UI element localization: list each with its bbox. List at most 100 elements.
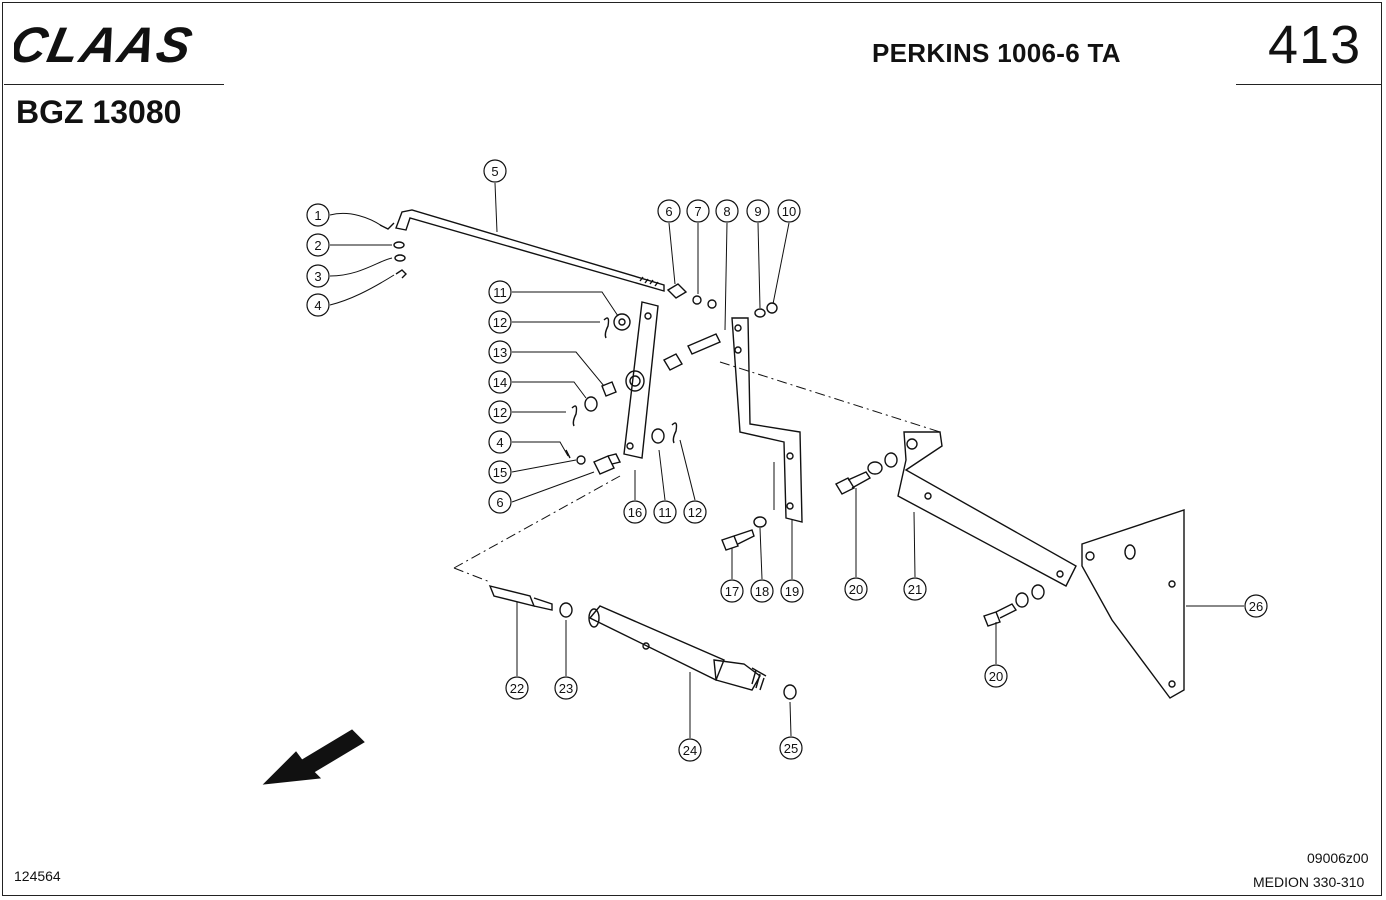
bracket-part [721,317,803,580]
lever-part [623,301,696,501]
part-callout: 11 [653,500,677,524]
engine-title: PERKINS 1006-6 TA [872,38,1121,68]
part-callout: 3 [306,264,330,288]
upper-hardware-group [663,222,790,371]
callout-circle [488,370,512,394]
lever-hardware-group [511,291,631,503]
part-callout: 26 [1244,594,1268,618]
callout-circle [306,293,330,317]
callout-label: 20 [849,582,863,597]
part-callout: 4 [306,293,330,317]
callout-label: 19 [785,584,799,599]
callout-label: 18 [755,584,769,599]
callout-label: 24 [683,743,697,758]
callout-circle [984,664,1008,688]
callout-circle [686,199,710,223]
part-callout: 17 [720,579,744,603]
callout-label: 16 [628,505,642,520]
callout-label: 4 [496,435,503,450]
callout-label: 6 [665,204,672,219]
callout-label: 12 [493,405,507,420]
part-callout: 18 [750,579,774,603]
callout-circle [678,738,702,762]
callout-circle [488,460,512,484]
group-code: BGZ 13080 [16,94,182,130]
callout-label: 23 [559,681,573,696]
part-callout: 22 [505,676,529,700]
callout-circle [623,500,647,524]
rod-part [395,182,665,292]
callout-label: 25 [784,741,798,756]
callout-label: 7 [694,204,701,219]
callout-label: 17 [725,584,739,599]
part-callout: 7 [686,199,710,223]
callout-circle [746,199,770,223]
part-callout: 24 [678,738,702,762]
arm-part [835,431,1077,587]
brand-logo-text: CLAAS [14,20,199,70]
callout-circle [720,579,744,603]
callout-label: 12 [688,505,702,520]
part-callout: 1 [306,203,330,227]
part-callout: 23 [554,676,578,700]
callout-circle [488,280,512,304]
part-callout: 14 [488,370,512,394]
plate-part [983,509,1244,699]
part-callout: 12 [683,500,707,524]
callout-circle [488,400,512,424]
callout-label: 1 [314,208,321,223]
callout-label: 3 [314,269,321,284]
callout-circle [844,577,868,601]
callout-circle [1244,594,1268,618]
part-callout: 4 [488,430,512,454]
callout-circle [779,736,803,760]
callout-label: 13 [493,345,507,360]
header-rule-left [4,84,224,85]
callout-label: 11 [493,285,507,300]
drawing-ref-left: 124564 [14,868,61,884]
part-callout: 12 [488,400,512,424]
small-hardware-group [329,212,407,306]
part-callout: 8 [715,199,739,223]
part-callout: 13 [488,340,512,364]
brand-logo: CLAAS [5,17,234,75]
model-ref: MEDION 330-310 [1253,874,1365,890]
callout-circle [715,199,739,223]
callout-circle [777,199,801,223]
callout-circle [683,500,707,524]
cylinder-part [488,584,797,738]
callout-label: 10 [782,204,796,219]
part-callout: 16 [623,500,647,524]
callout-circle [657,199,681,223]
part-callout: 11 [488,280,512,304]
part-callout: 15 [488,460,512,484]
callout-label: 6 [496,495,503,510]
callout-circle [306,264,330,288]
part-callout: 6 [657,199,681,223]
part-callout: 6 [488,490,512,514]
part-callout: 9 [746,199,770,223]
callout-label: 9 [754,204,761,219]
callout-circle [483,159,507,183]
callout-circle [554,676,578,700]
callout-label: 20 [989,669,1003,684]
part-callout: 20 [984,664,1008,688]
callout-label: 26 [1249,599,1263,614]
drawing-ref-right: 09006z00 [1307,850,1369,866]
callout-circle [780,579,804,603]
part-callout: 2 [306,233,330,257]
callout-circle [306,203,330,227]
part-callout: 10 [777,199,801,223]
part-callout: 19 [780,579,804,603]
callout-label: 11 [658,505,672,520]
callout-label: 12 [493,315,507,330]
callout-circle [488,490,512,514]
callout-label: 4 [314,298,321,313]
callout-circle [488,340,512,364]
assembly-lines [453,361,941,583]
callout-label: 2 [314,238,321,253]
